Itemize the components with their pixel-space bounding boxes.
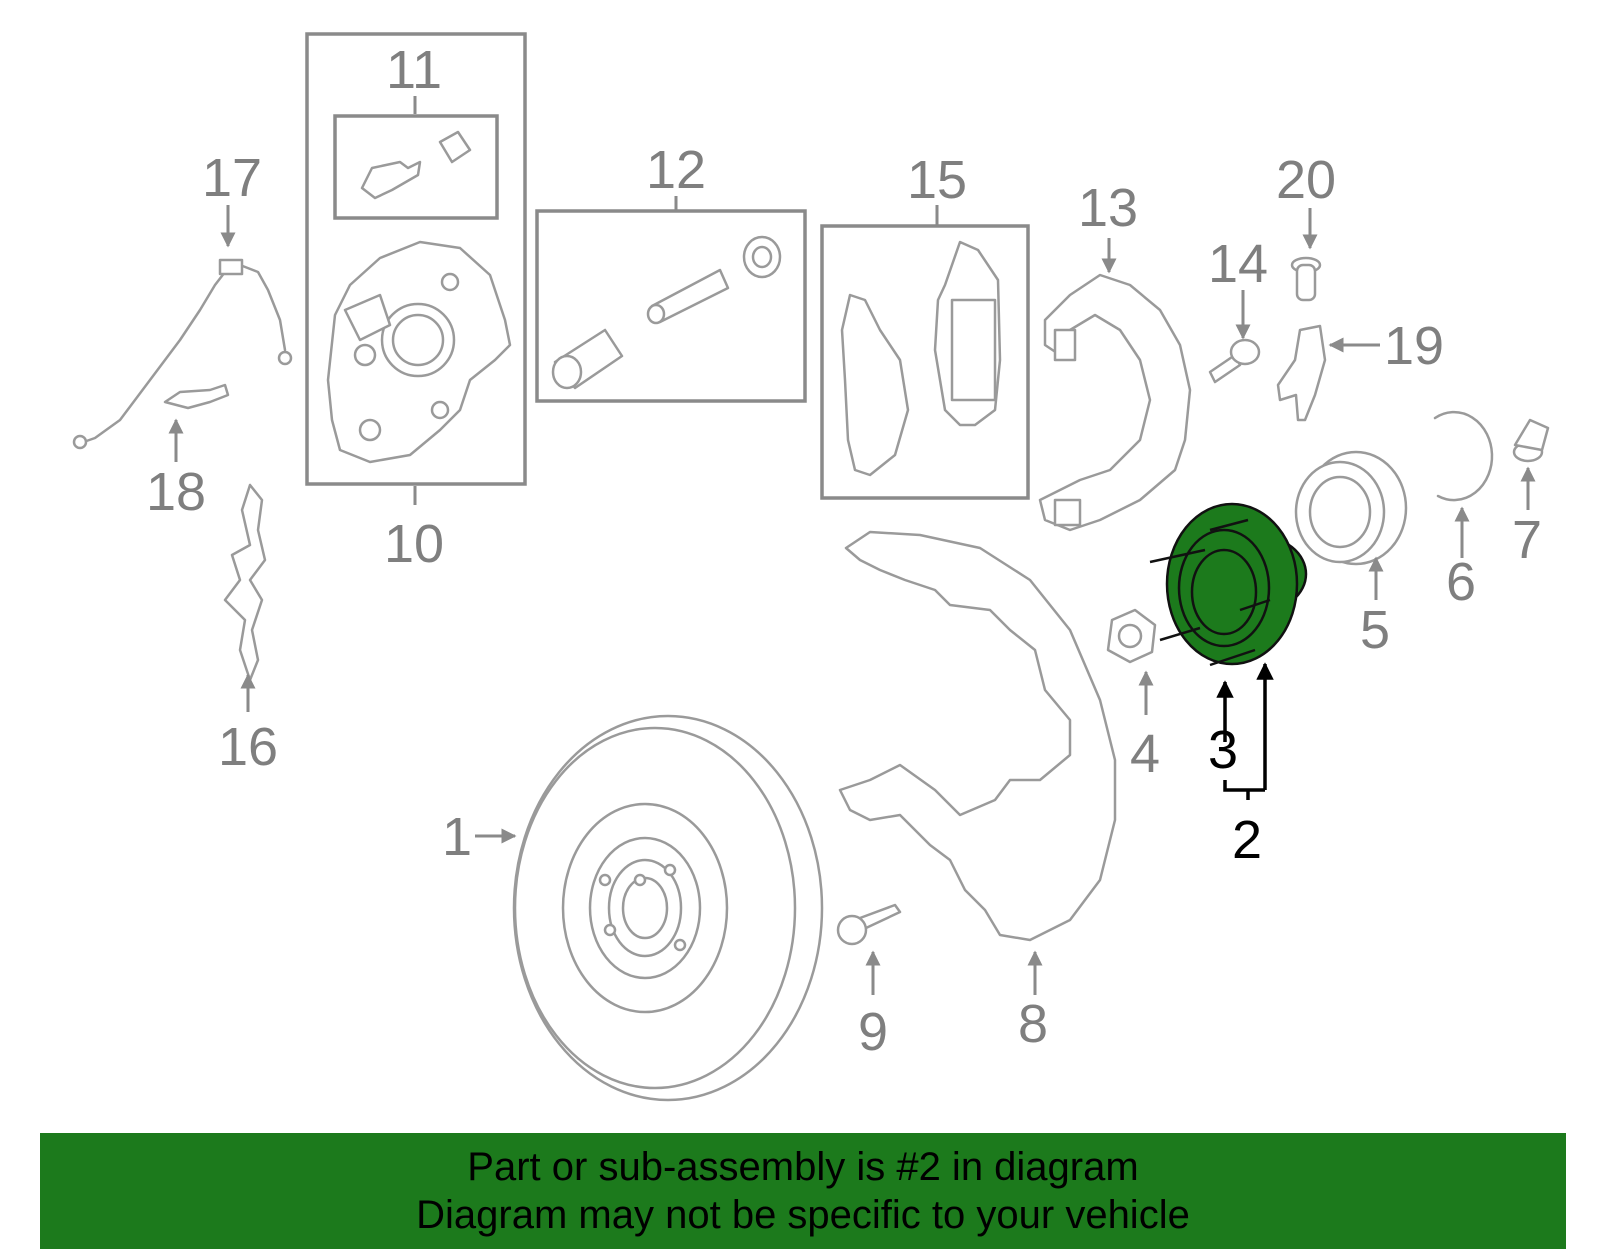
- callout-12[interactable]: 12: [646, 140, 706, 200]
- callout-11[interactable]: 11: [386, 40, 442, 100]
- abs-sensor: [1276, 324, 1327, 422]
- callout-16[interactable]: 16: [218, 717, 278, 777]
- callout-6[interactable]: 6: [1446, 552, 1476, 612]
- brake-pad-box: [820, 224, 1030, 500]
- wheel-bearing: [1294, 450, 1408, 566]
- banner-line-2: Diagram may not be specific to your vehi…: [416, 1193, 1190, 1237]
- sensor-bracket: [223, 483, 267, 682]
- shield-bolt: [836, 903, 902, 946]
- small-pin: [1290, 256, 1322, 302]
- snap-ring: [1433, 410, 1494, 502]
- retaining-clip: [1512, 418, 1550, 463]
- callouts: 1 2 3 4 5 6 7 8 9 10 11 12 13 14 15 16 1…: [146, 40, 1542, 1062]
- caliper-bracket: [1038, 273, 1192, 532]
- bracket-bolt: [1208, 338, 1261, 384]
- wear-sensor-wire: [72, 258, 293, 450]
- callout-20[interactable]: 20: [1276, 150, 1336, 210]
- callout-18[interactable]: 18: [146, 462, 206, 522]
- callout-10[interactable]: 10: [384, 514, 444, 574]
- hub-nut: [1106, 608, 1157, 664]
- callout-4[interactable]: 4: [1130, 724, 1160, 784]
- callout-1[interactable]: 1: [442, 807, 472, 867]
- callout-19[interactable]: 19: [1384, 316, 1444, 376]
- brake-rotor: [512, 714, 824, 1102]
- leader-lines: [168, 96, 1536, 995]
- callout-2[interactable]: 2: [1232, 810, 1262, 870]
- callout-14[interactable]: 14: [1208, 234, 1268, 294]
- hub-assembly-highlighted: [1149, 502, 1308, 667]
- callout-15[interactable]: 15: [907, 150, 967, 210]
- callout-17[interactable]: 17: [202, 148, 262, 208]
- sensor-clip: [163, 383, 230, 410]
- callout-8[interactable]: 8: [1018, 994, 1048, 1054]
- banner-line-1: Part or sub-assembly is #2 in diagram: [467, 1145, 1139, 1189]
- callout-3[interactable]: 3: [1208, 720, 1238, 780]
- callout-9[interactable]: 9: [858, 1002, 888, 1062]
- callout-7[interactable]: 7: [1512, 510, 1542, 570]
- callout-5[interactable]: 5: [1360, 600, 1390, 660]
- guide-pin-kit-box: [535, 209, 807, 403]
- callout-13[interactable]: 13: [1078, 178, 1138, 238]
- info-banner: Part or sub-assembly is #2 in diagram Di…: [40, 1133, 1566, 1249]
- dust-shield: [838, 530, 1117, 942]
